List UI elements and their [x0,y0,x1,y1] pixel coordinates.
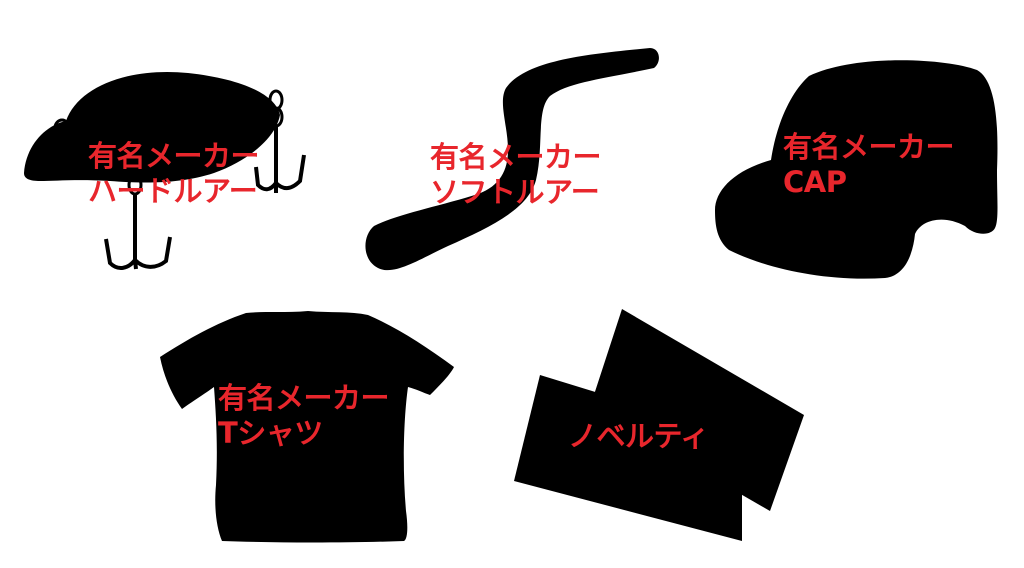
soft-lure-label-line1: 有名メーカー [430,140,602,174]
hard-lure-label-line2: ハードルアー [88,174,258,208]
item-cap: 有名メーカー CAP [705,50,1005,280]
hard-lure-icon [24,71,306,270]
t-shirt-label: 有名メーカー Tシャツ [218,381,390,451]
novelty-label: ノベルティ [568,419,709,454]
soft-lure-icon [365,48,659,271]
cap-label: 有名メーカー CAP [783,130,955,200]
t-shirt-icon [160,311,454,543]
item-t-shirt: 有名メーカー Tシャツ [158,305,458,545]
cap-label-line2: CAP [783,165,847,199]
item-novelty: ノベルティ [510,305,810,545]
novelty-towel-icon [514,309,804,541]
cap-label-line1: 有名メーカー [783,130,955,164]
soft-lure-label-line2: ソフトルアー [430,175,600,209]
cap-icon [715,60,998,279]
t-shirt-label-line1: 有名メーカー [218,381,390,415]
hard-lure-label: 有名メーカー ハードルアー [88,139,260,209]
item-hard-lure: 有名メーカー ハードルアー [18,55,328,285]
hard-lure-label-line1: 有名メーカー [88,139,260,173]
item-soft-lure: 有名メーカー ソフトルアー [358,40,668,280]
soft-lure-label: 有名メーカー ソフトルアー [430,140,602,210]
t-shirt-label-line2: Tシャツ [218,416,323,450]
novelty-label-line1: ノベルティ [568,419,709,453]
